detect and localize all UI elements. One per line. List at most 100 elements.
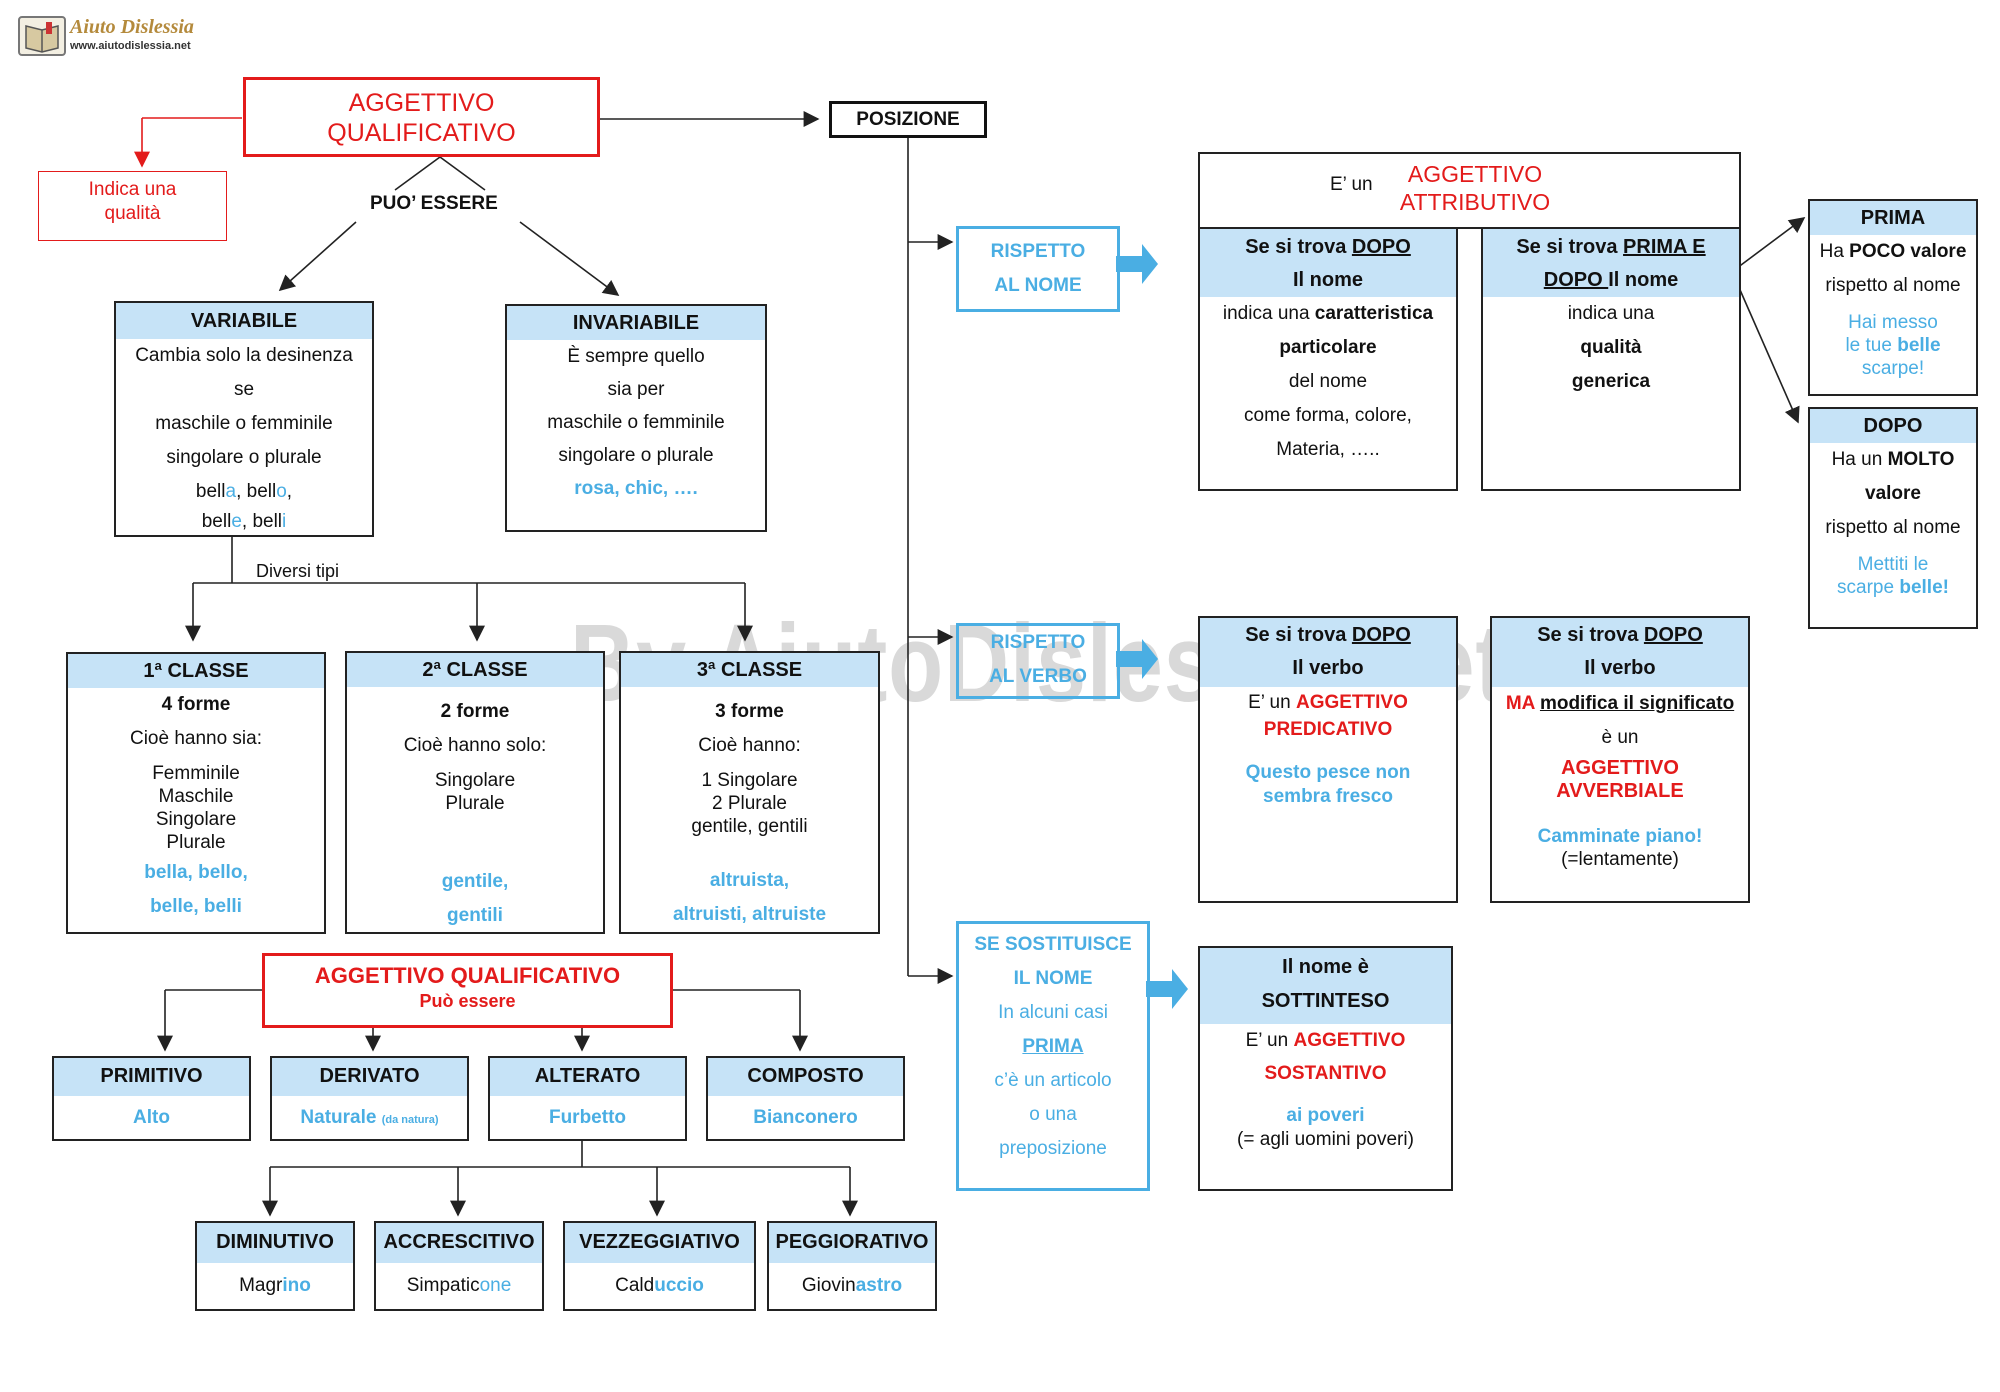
dopo-verbo2-example1: Camminate piano!: [1537, 826, 1703, 847]
book-icon: [18, 16, 66, 56]
dopo-verbo2-line1: MA modifica il significato: [1505, 693, 1735, 714]
logo-url: www.aiutodislessia.net: [70, 40, 191, 52]
prima-dopo-nome-line1: indica una: [1567, 303, 1655, 324]
classe1-line3: Femminile: [152, 763, 240, 784]
classe2-example1: gentile,: [441, 871, 509, 892]
rispetto-nome-line1: RISPETTO: [990, 241, 1086, 262]
classe1-line1: 4 forme: [161, 694, 231, 715]
invariabile-line4: singolare o plurale: [558, 445, 714, 466]
classe1-example1: bella, bello,: [144, 862, 248, 883]
sottinteso-example1: ai poveri: [1286, 1105, 1365, 1126]
dopo-example2: scarpe belle!: [1837, 577, 1949, 598]
dopo-verbo1-example1: Questo pesce non: [1245, 762, 1411, 783]
dopo-nome-header: Se si trova DOPO Il nome: [1200, 229, 1456, 297]
altered-vezzeggiativo-title: VEZZEGGIATIVO: [565, 1223, 754, 1263]
prima-dopo-nome-line2: qualità: [1580, 337, 1642, 358]
type-primitivo-example: Alto: [133, 1107, 170, 1128]
type-alterato: ALTERATO Furbetto: [488, 1056, 687, 1141]
dopo-verbo2-line2: è un: [1601, 727, 1639, 748]
classe2-line4: Plurale: [445, 793, 505, 814]
altered-vezzeggiativo: VEZZEGGIATIVO Calduccio: [563, 1221, 756, 1311]
variabile-example2: belle, belli: [201, 511, 287, 532]
type-composto-title: COMPOSTO: [708, 1058, 903, 1096]
prima-line1: Ha POCO valore: [1819, 241, 1967, 262]
rispetto-verbo-box: RISPETTO AL VERBO: [956, 623, 1120, 699]
classe1-title: 1ª CLASSE: [68, 654, 324, 688]
altered-accrescitivo-example: Simpaticone: [406, 1275, 512, 1296]
sostituisce-line6: o una: [1029, 1104, 1077, 1125]
invariabile-box: INVARIABILE È sempre quello sia per masc…: [505, 304, 767, 532]
dopo-verbo2-example2: (=lentamente): [1561, 849, 1679, 870]
second-title-box: AGGETTIVO QUALIFICATIVO Può essere: [262, 953, 673, 1028]
classe3-box: 3ª CLASSE 3 forme Cioè hanno: 1 Singolar…: [619, 651, 880, 934]
second-subtitle: Può essere: [419, 991, 516, 1011]
classe1-example2: belle, belli: [150, 896, 242, 917]
sostituisce-box: SE SOSTITUISCE IL NOME In alcuni casi PR…: [956, 921, 1150, 1191]
variabile-title: VARIABILE: [116, 303, 372, 339]
dopo-verbo2-box: Se si trova DOPO Il verbo MA modifica il…: [1490, 616, 1750, 903]
invariabile-line1: È sempre quello: [567, 346, 705, 367]
invariabile-title: INVARIABILE: [507, 306, 765, 340]
altered-accrescitivo-title: ACCRESCITIVO: [376, 1223, 542, 1263]
classe3-line4: 2 Plurale: [712, 793, 787, 814]
classe3-line5: gentile, gentili: [691, 816, 808, 837]
dopo-verbo1-line1: E’ un AGGETTIVO: [1248, 692, 1408, 713]
classe2-example2: gentili: [447, 905, 503, 926]
prima-example3: scarpe!: [1861, 358, 1925, 379]
sottinteso-header: Il nome è SOTTINTESO: [1200, 948, 1451, 1024]
variabile-line2: se: [233, 379, 255, 400]
type-derivato-title: DERIVATO: [272, 1058, 467, 1096]
variabile-body: Cambia solo la desinenza se maschile o f…: [116, 339, 372, 535]
rispetto-verbo-line1: RISPETTO: [990, 632, 1086, 653]
sostituisce-line7: preposizione: [999, 1138, 1107, 1159]
type-primitivo-title: PRIMITIVO: [54, 1058, 249, 1096]
dopo-verbo1-box: Se si trova DOPO Il verbo E’ un AGGETTIV…: [1198, 616, 1458, 903]
classe2-line1: 2 forme: [440, 701, 510, 722]
sostituisce-line4: PRIMA: [1022, 1036, 1084, 1057]
classe2-line2: Cioè hanno solo:: [403, 735, 547, 756]
type-derivato-example: Naturale (da natura): [300, 1107, 439, 1128]
type-derivato-note: (da natura): [381, 1114, 439, 1126]
invariabile-line2: sia per: [607, 379, 665, 400]
classe3-example1: altruista,: [709, 870, 790, 891]
sottinteso-example2: (= agli uomini poveri): [1237, 1129, 1414, 1150]
classe3-line2: Cioè hanno:: [698, 735, 801, 756]
classe1-box: 1ª CLASSE 4 forme Cioè hanno sia: Femmin…: [66, 652, 326, 934]
dopo-verbo1-header: Se si trova DOPO Il verbo: [1200, 618, 1456, 687]
sostituisce-line1: SE SOSTITUISCE: [974, 934, 1132, 955]
type-composto-example: Bianconero: [753, 1107, 858, 1128]
altered-diminutivo: DIMINUTIVO Magrino: [195, 1221, 355, 1311]
classe3-example2: altruisti, altruiste: [672, 904, 827, 925]
variabile-line1: Cambia solo la desinenza: [135, 345, 353, 366]
sottinteso-box: Il nome è SOTTINTESO E’ un AGGETTIVO SOS…: [1198, 946, 1453, 1191]
altered-diminutivo-title: DIMINUTIVO: [197, 1223, 353, 1263]
dopo-nome-line1: indica una caratteristica: [1222, 303, 1434, 324]
classe3-title: 3ª CLASSE: [621, 653, 878, 687]
logo[interactable]: Aiuto Dislessia www.aiutodislessia.net: [18, 16, 218, 60]
classe2-line3: Singolare: [434, 770, 516, 791]
altered-peggiorativo-title: PEGGIORATIVO: [769, 1223, 935, 1263]
sottinteso-line2: SOSTANTIVO: [1264, 1063, 1387, 1084]
attributivo-title: AGGETTIVO ATTRIBUTIVO: [1399, 161, 1551, 215]
second-title: AGGETTIVO QUALIFICATIVO: [314, 963, 621, 988]
prima-dopo-nome-box: Se si trova PRIMA E DOPO Il nome indica …: [1481, 227, 1741, 491]
main-title-box: AGGETTIVO QUALIFICATIVO: [243, 77, 600, 157]
dopo-line3: rispetto al nome: [1825, 517, 1961, 538]
puo-essere-label: PUO’ ESSERE: [370, 193, 498, 214]
type-primitivo: PRIMITIVO Alto: [52, 1056, 251, 1141]
altered-vezzeggiativo-example: Calduccio: [615, 1275, 704, 1296]
dopo-nome-line5: Materia, …..: [1276, 439, 1380, 460]
sostituisce-line2: IL NOME: [1013, 968, 1093, 989]
classe1-line2: Cioè hanno sia:: [129, 728, 263, 749]
type-alterato-example: Furbetto: [548, 1107, 627, 1128]
variabile-box: VARIABILE Cambia solo la desinenza se ma…: [114, 301, 374, 537]
sostituisce-line5: c’è un articolo: [994, 1070, 1112, 1091]
dopo-example1: Mettiti le: [1857, 554, 1929, 575]
dopo-nome-line2: particolare: [1279, 337, 1377, 358]
dopo-title: DOPO: [1810, 409, 1976, 443]
dopo-verbo2-header: Se si trova DOPO Il verbo: [1492, 618, 1748, 687]
altered-peggiorativo-example: Giovinastro: [801, 1275, 903, 1296]
posizione-box: POSIZIONE: [829, 101, 987, 138]
sottinteso-line1: E’ un AGGETTIVO: [1245, 1030, 1406, 1051]
